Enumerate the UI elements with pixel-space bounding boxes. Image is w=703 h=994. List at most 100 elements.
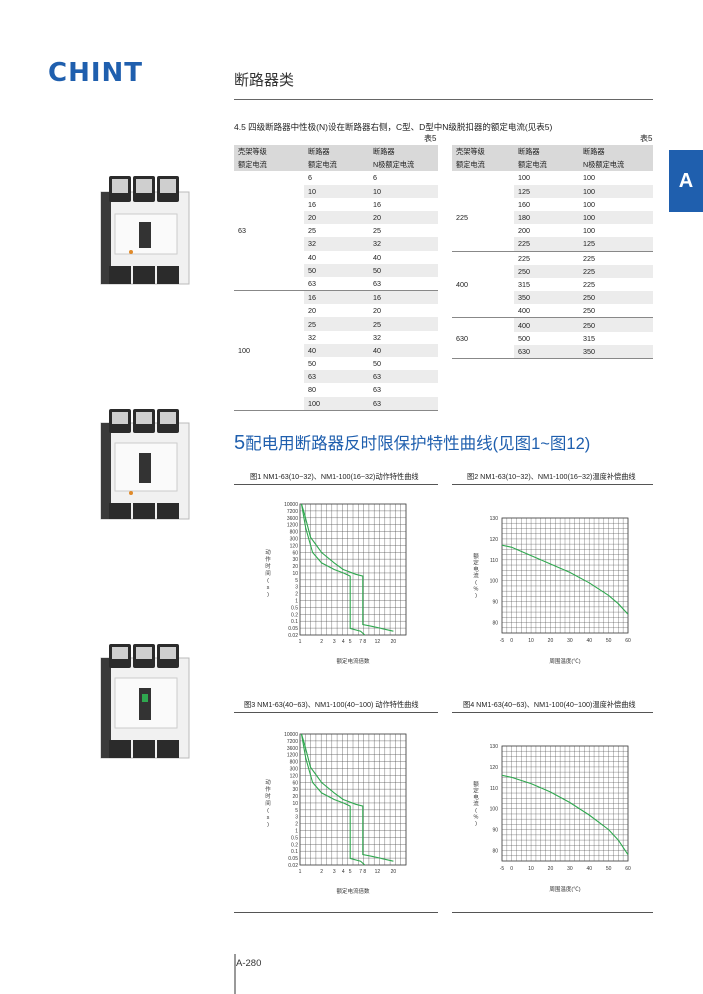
y-tick-label: 20	[292, 794, 298, 800]
trip-curve-line	[300, 503, 394, 632]
y-tick-label: 130	[490, 744, 499, 750]
y-axis-label-char: 间	[265, 569, 271, 577]
header-cell: 壳架等级	[452, 145, 514, 159]
temp-curve-line	[501, 544, 629, 615]
x-tick-label: 0	[510, 866, 513, 872]
x-tick-label: 0	[510, 638, 513, 644]
breaker-image-1	[100, 176, 190, 285]
x-tick-label: 8	[363, 869, 366, 875]
bottom-rule-left	[234, 912, 438, 913]
table-cell: 32	[308, 332, 316, 342]
x-tick-label: 5	[349, 639, 352, 645]
table-header-row: 额定电流 额定电流 N极额定电流	[452, 158, 653, 172]
chint-logo: CHINT	[48, 58, 144, 88]
header-cell: 额定电流	[452, 158, 514, 172]
x-tick-label: 1	[299, 869, 302, 875]
x-tick-label: 12	[375, 639, 381, 645]
header-cell: 额定电流	[514, 158, 579, 172]
header-cell: 额定电流	[234, 158, 304, 172]
fig3-rule	[234, 712, 438, 713]
table-cell: 80	[308, 385, 316, 395]
table-cell	[234, 251, 304, 264]
y-tick-label: 0.2	[291, 612, 298, 618]
page-number: A-280	[236, 958, 262, 969]
table-cell: 160	[518, 199, 530, 209]
y-axis-label-char: (	[267, 808, 269, 814]
table-cell: 10	[369, 184, 438, 198]
y-axis-label-char: )	[475, 821, 477, 827]
table-cell: 500	[518, 333, 530, 343]
footer-rule	[234, 954, 236, 994]
y-tick-label: 800	[290, 530, 299, 536]
table-cell: 225	[514, 237, 579, 251]
y-tick-label: 5	[295, 578, 298, 584]
y-axis-label-char: 额	[473, 780, 479, 788]
breaker-image-3	[100, 644, 190, 759]
y-tick-label: 1	[295, 829, 298, 835]
y-tick-label: 100	[490, 807, 499, 813]
table-cell	[234, 383, 304, 396]
y-axis-label-char: )	[475, 593, 477, 599]
table-cell: 350	[514, 291, 579, 305]
table-cell	[234, 331, 304, 344]
y-tick-label: 800	[290, 760, 299, 766]
table-cell: 100	[583, 226, 595, 236]
y-tick-label: 0.02	[288, 633, 298, 639]
y-tick-label: 3	[295, 585, 298, 591]
table-cell	[452, 250, 514, 265]
y-axis-label-char: 电	[473, 793, 479, 801]
y-tick-label: 0.1	[291, 619, 298, 625]
y-tick-label: 20	[292, 564, 298, 570]
y-tick-label: 2	[295, 592, 298, 598]
fig3-trip-curve-chart: 100007200360012008003001206030201053210.…	[265, 732, 407, 895]
table-cell	[452, 344, 514, 359]
bottom-rule-right	[452, 912, 653, 913]
y-tick-label: 80	[492, 849, 498, 855]
table-cell: 100	[579, 210, 653, 225]
table-cell	[234, 198, 304, 211]
y-tick-label: 10	[292, 571, 298, 577]
x-tick-label: 12	[375, 869, 381, 875]
table-cell: 100	[579, 184, 653, 198]
y-axis-label-char: 电	[473, 565, 479, 573]
table-cell: 10	[304, 184, 369, 198]
x-tick-label: 40	[586, 638, 592, 644]
table-cell: 25	[369, 317, 438, 331]
y-axis-label-char: 间	[265, 799, 271, 807]
y-axis-label-char: 作	[265, 785, 271, 793]
x-tick-label: 60	[625, 638, 631, 644]
table-cell	[452, 237, 514, 251]
heading-text: 配电用断路器反时限保护特性曲线(见图1~图12)	[245, 435, 591, 453]
y-axis-label-char: 额	[473, 552, 479, 560]
table-cell: 200	[518, 226, 530, 236]
y-axis-label-char: 动	[265, 779, 271, 786]
table-cell	[234, 304, 304, 317]
table-cell: 63	[369, 396, 438, 411]
table-cell: 125	[514, 184, 579, 198]
table-cell: 225	[583, 279, 595, 289]
x-tick-label: -5	[500, 638, 505, 644]
table-cell: 32	[304, 237, 369, 251]
section-heading-5: 5配电用断路器反时限保护特性曲线(见图1~图12)	[234, 430, 590, 455]
x-tick-label: 3	[333, 869, 336, 875]
side-tab-a[interactable]: A	[669, 150, 703, 212]
header-cell: 额定电流	[304, 158, 369, 172]
y-tick-label: 1	[295, 599, 298, 605]
table-cell: 6	[373, 173, 377, 183]
table-header-row: 壳架等级 断路器 断路器	[452, 145, 653, 159]
y-tick-label: 0.5	[291, 835, 298, 841]
table-cell: 250	[579, 291, 653, 305]
y-tick-label: 3600	[287, 746, 298, 752]
